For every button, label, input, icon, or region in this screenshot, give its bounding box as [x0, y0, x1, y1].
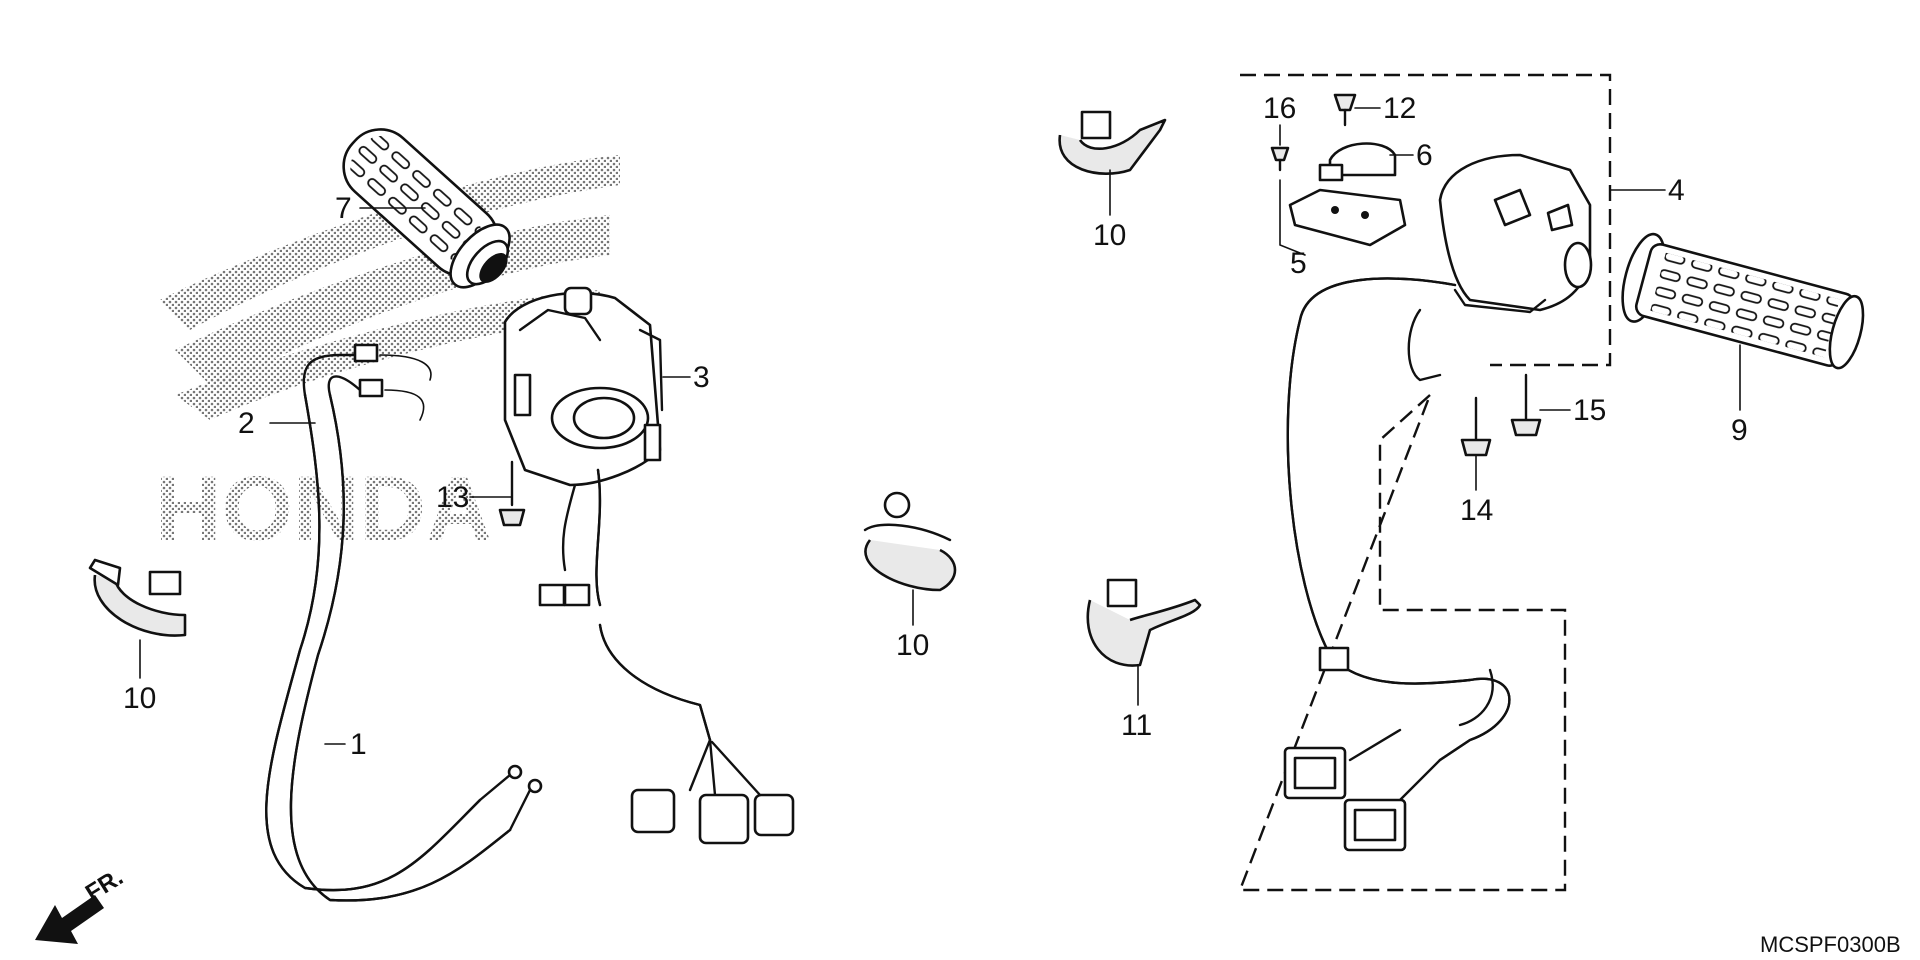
cable-tie-10-mid — [863, 491, 957, 592]
screw-15 — [1510, 373, 1542, 437]
callouts: 7 2 1 3 13 10 10 10 11 4 9 5 6 12 16 14 … — [123, 92, 1748, 761]
cable-tie-10-left — [88, 558, 187, 637]
callout-16: 16 — [1263, 92, 1296, 125]
callout-7: 7 — [335, 192, 352, 225]
callout-5: 5 — [1290, 247, 1307, 280]
screw-12 — [1333, 93, 1357, 127]
callout-10-top: 10 — [1093, 219, 1126, 252]
callout-14: 13 — [436, 481, 469, 514]
callout-9: 9 — [1731, 414, 1748, 447]
screw-13 — [1460, 396, 1492, 457]
throttle-cables — [265, 343, 543, 902]
screw-14 — [498, 460, 526, 527]
bracket-5 — [1288, 188, 1407, 247]
leader-lines — [139, 107, 1741, 745]
callout-2: 2 — [238, 407, 255, 440]
callout-11: 11 — [1121, 709, 1152, 742]
right-grip — [1621, 232, 1865, 370]
callout-1: 1 — [350, 728, 367, 761]
callout-3: 3 — [693, 361, 710, 394]
callout-4: 4 — [1668, 174, 1685, 207]
callout-12: 12 — [1383, 92, 1416, 125]
cable-tie-11 — [1086, 578, 1202, 667]
screw-16 — [1270, 146, 1290, 172]
callout-13: 14 — [1460, 494, 1493, 527]
right-handlebar-switch — [1283, 153, 1593, 852]
cable-tie-10-top — [1058, 110, 1167, 175]
diagram-code: MCSPF0300B — [1760, 932, 1901, 957]
callout-15: 15 — [1573, 394, 1606, 427]
front-direction-arrow: FR. — [35, 864, 128, 944]
left-handlebar-switch — [503, 286, 795, 845]
callout-10-mid: 10 — [896, 629, 929, 662]
holder-6 — [1318, 142, 1397, 182]
callout-10-left: 10 — [123, 682, 156, 715]
throttle-grip — [342, 128, 511, 289]
watermark-text: HONDA — [155, 458, 492, 560]
callout-6: 6 — [1416, 139, 1433, 172]
assembly-outline-4 — [1238, 73, 1612, 892]
